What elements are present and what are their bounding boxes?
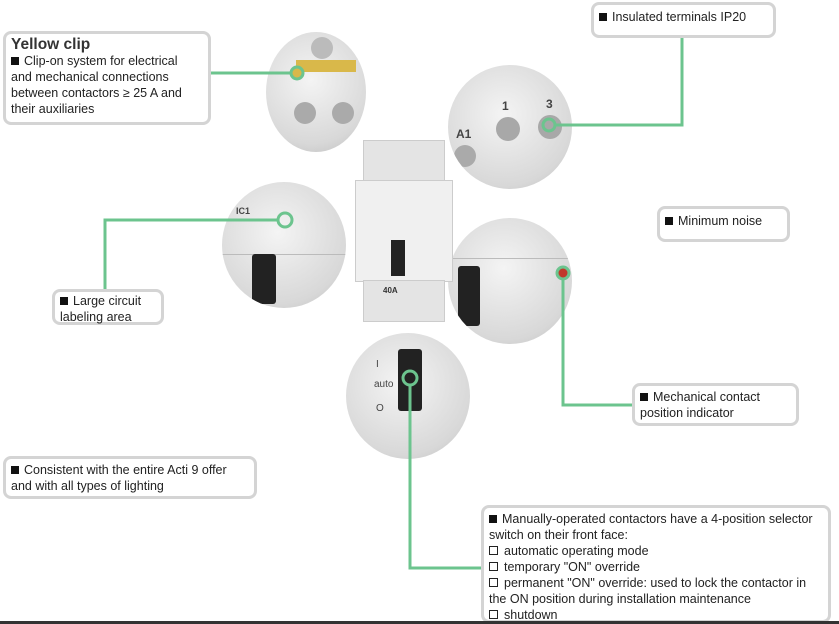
callout-text: and with all types of lighting (11, 479, 164, 493)
callout-text: Clip-on system for electrical (24, 54, 178, 68)
marker-selector (401, 369, 419, 387)
callout-indicator: Mechanical contact position indicator (632, 383, 799, 426)
terminal-label: A1 (456, 127, 472, 141)
rating-label: 40A (383, 286, 398, 295)
connector-terminals (556, 37, 684, 127)
connector-indicator (561, 280, 632, 407)
bullet-icon (11, 466, 19, 474)
terminal-label: 3 (546, 97, 553, 111)
ic1-label: IC1 (236, 206, 251, 216)
callout-text: Consistent with the entire Acti 9 offer (24, 463, 227, 477)
callout-selector: Manually-operated contactors have a 4-po… (481, 505, 831, 623)
option-text: automatic operating mode (504, 544, 649, 558)
callout-text: and mechanical connections (11, 70, 169, 84)
position-label: O (376, 403, 384, 414)
bullet-icon (11, 57, 19, 65)
checkbox-icon (489, 546, 498, 555)
callout-text: Large circuit (73, 294, 142, 308)
callout-labeling: Large circuit labeling area (52, 289, 164, 325)
terminals-photo: 1 3 A1 (448, 65, 572, 189)
position-label: I (376, 359, 379, 370)
marker-yellow-clip (289, 65, 305, 81)
position-label: auto (374, 379, 394, 390)
contactor-product-photo: 40A (345, 140, 460, 322)
callout-text: their auxiliaries (11, 102, 95, 116)
bullet-icon (489, 515, 497, 523)
bottom-rule (0, 621, 839, 624)
checkbox-icon (489, 562, 498, 571)
callout-noise: Minimum noise (657, 206, 790, 242)
callout-text: between contactors ≥ 25 A and (11, 86, 182, 100)
callout-text: labeling area (60, 310, 132, 324)
option-text: the ON position during installation main… (489, 592, 751, 606)
callout-text: Insulated terminals IP20 (612, 10, 747, 24)
callout-text: position indicator (640, 406, 734, 420)
callout-consistent: Consistent with the entire Acti 9 offer … (3, 456, 257, 499)
marker-terminals (541, 117, 557, 133)
callout-text: Manually-operated contactors have a 4-po… (502, 512, 813, 526)
bullet-icon (60, 297, 68, 305)
callout-text: switch on their front face: (489, 528, 628, 542)
bullet-icon (599, 13, 607, 21)
bullet-icon (665, 217, 673, 225)
callout-text: Mechanical contact (653, 390, 761, 404)
checkbox-icon (489, 578, 498, 587)
callout-yellow-clip: Yellow clip Clip-on system for electrica… (3, 31, 211, 125)
callout-terminals: Insulated terminals IP20 (591, 2, 776, 38)
marker-labeling (276, 211, 294, 229)
yellow-clip-photo (266, 32, 366, 152)
connector-selector (408, 385, 481, 570)
option-text: temporary "ON" override (504, 560, 640, 574)
callout-text: Minimum noise (678, 214, 763, 228)
bullet-icon (640, 393, 648, 401)
indicator-photo (448, 218, 572, 344)
option-text: permanent "ON" override: used to lock th… (504, 576, 807, 590)
checkbox-icon (489, 610, 498, 619)
terminal-label: 1 (502, 99, 509, 113)
connector-labeling (103, 218, 278, 289)
marker-indicator (555, 265, 571, 281)
callout-title: Yellow clip (11, 36, 91, 53)
labeling-photo: IC1 (222, 182, 346, 308)
option-text: shutdown (504, 608, 558, 622)
